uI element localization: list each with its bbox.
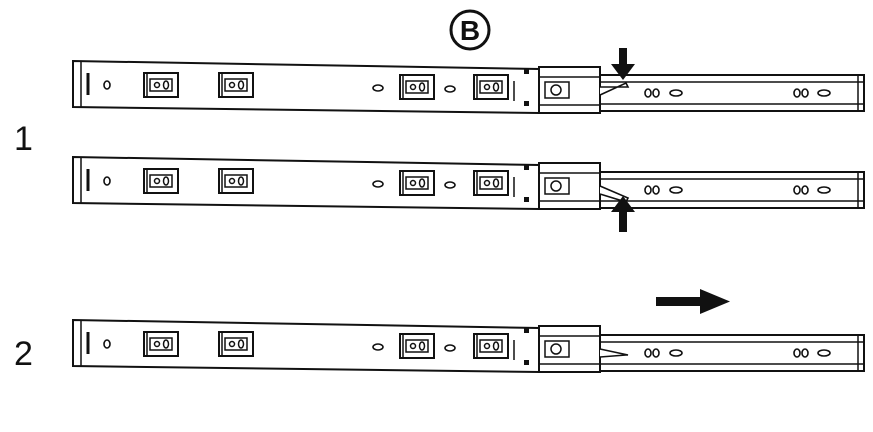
outer-rail bbox=[72, 59, 540, 115]
slot-hole bbox=[652, 185, 660, 195]
step-label-2: 2 bbox=[14, 335, 33, 373]
slot-hole bbox=[793, 88, 801, 98]
mounting-bracket bbox=[399, 170, 435, 196]
slot-hole bbox=[644, 348, 652, 358]
slot-hole bbox=[801, 185, 809, 195]
slot-hole bbox=[817, 186, 831, 194]
pull-right-arrow-icon bbox=[656, 289, 730, 314]
slot-hole bbox=[644, 185, 652, 195]
slot-hole bbox=[372, 84, 384, 92]
mounting-bracket bbox=[473, 170, 509, 196]
release-lever bbox=[599, 348, 629, 358]
slot-hole bbox=[372, 180, 384, 188]
slot-hole bbox=[801, 88, 809, 98]
slot-hole bbox=[444, 85, 456, 93]
callout-b: B bbox=[449, 9, 491, 51]
push-down-arrow-icon bbox=[611, 48, 635, 80]
slot-hole bbox=[444, 344, 456, 352]
slide-row bbox=[72, 155, 865, 211]
outer-rail bbox=[72, 318, 540, 374]
mounting-bracket bbox=[399, 333, 435, 359]
slot-hole bbox=[817, 349, 831, 357]
slot-hole bbox=[793, 185, 801, 195]
mounting-bracket bbox=[143, 331, 179, 357]
bearing bbox=[544, 340, 570, 358]
mounting-bracket bbox=[218, 331, 254, 357]
release-lever bbox=[599, 185, 630, 203]
mounting-bracket bbox=[218, 72, 254, 98]
bearing bbox=[544, 177, 570, 195]
callout-letter: B bbox=[460, 15, 480, 46]
slot-hole bbox=[817, 89, 831, 97]
slide-row bbox=[72, 318, 865, 374]
release-lever bbox=[599, 81, 630, 96]
push-up-arrow-icon bbox=[611, 196, 635, 232]
bearing bbox=[544, 81, 570, 99]
slot-hole bbox=[372, 343, 384, 351]
slot-hole bbox=[801, 348, 809, 358]
slot-hole bbox=[669, 89, 683, 97]
inner-rail bbox=[599, 74, 865, 112]
mounting-bracket bbox=[399, 74, 435, 100]
slot-hole bbox=[669, 186, 683, 194]
slot-hole bbox=[652, 88, 660, 98]
mounting-bracket bbox=[218, 168, 254, 194]
slot-hole bbox=[793, 348, 801, 358]
mounting-bracket bbox=[143, 72, 179, 98]
slide-row bbox=[72, 59, 865, 115]
slot-hole bbox=[444, 181, 456, 189]
slot-hole bbox=[652, 348, 660, 358]
outer-rail bbox=[72, 155, 540, 211]
slide-rows bbox=[72, 59, 865, 374]
slot-hole bbox=[644, 88, 652, 98]
slot-hole bbox=[103, 80, 111, 90]
slot-hole bbox=[103, 176, 111, 186]
mounting-bracket bbox=[473, 333, 509, 359]
mounting-bracket bbox=[143, 168, 179, 194]
slot-hole bbox=[103, 339, 111, 349]
slot-hole bbox=[669, 349, 683, 357]
step-label-1: 1 bbox=[14, 120, 33, 158]
mounting-bracket bbox=[473, 74, 509, 100]
